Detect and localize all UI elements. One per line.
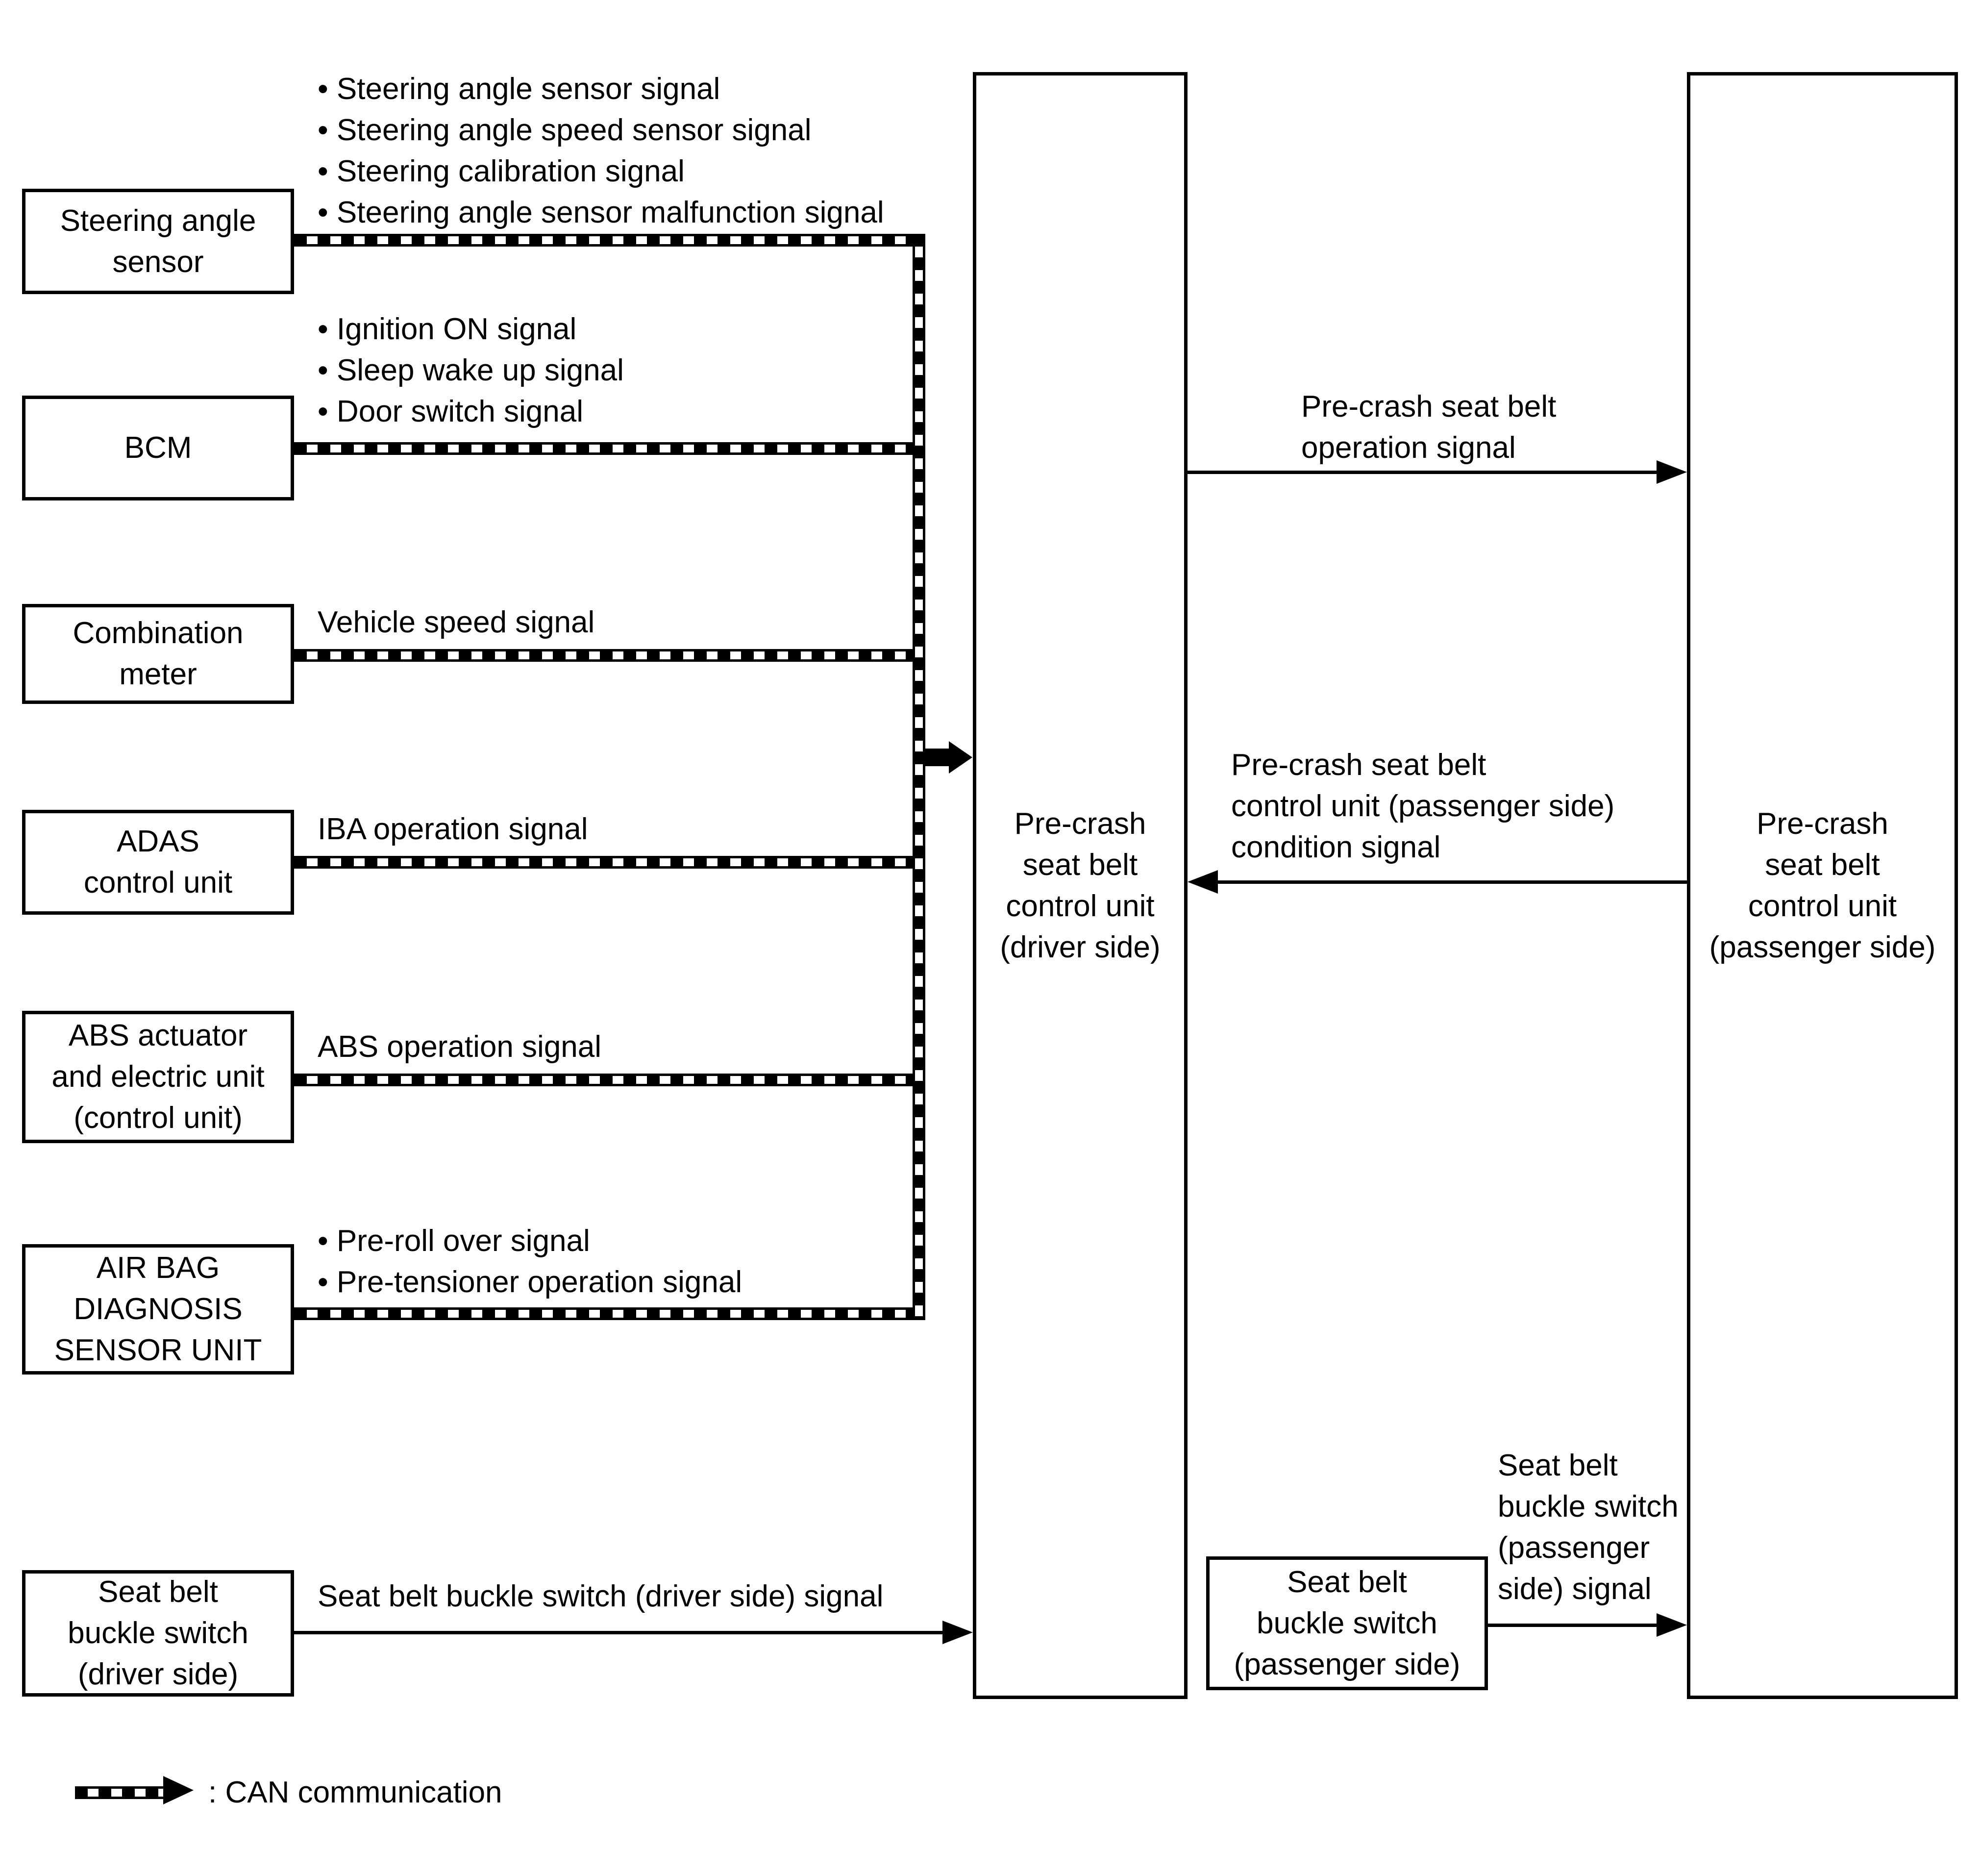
node-label: ABS actuator and electric unit (control … (51, 1019, 265, 1135)
arrow-buckle-passenger-line (1488, 1624, 1659, 1627)
legend-can-arrow-head-icon (163, 1776, 194, 1804)
node-precrash-control-unit-passenger: Pre-crash seat belt control unit (passen… (1687, 72, 1958, 1699)
legend-can-line-icon (75, 1786, 163, 1799)
signal-label-operation: Pre-crash seat belt operation signal (1301, 390, 1557, 465)
signal-label-iba: IBA operation signal (318, 812, 588, 846)
node-combination-meter: Combination meter (22, 604, 294, 704)
signal-label-buckle-driver: Seat belt buckle switch (driver side) si… (318, 1579, 884, 1613)
can-line-adas (294, 856, 925, 869)
arrow-condition-line (1215, 880, 1687, 884)
signal-label-abs: ABS operation signal (318, 1030, 602, 1064)
can-line-airbag (294, 1307, 925, 1320)
node-steering-angle-sensor: Steering angle sensor (22, 189, 294, 294)
node-abs-actuator: ABS actuator and electric unit (control … (22, 1011, 294, 1143)
node-label: BCM (124, 431, 192, 465)
can-to-driver-arrow-shaft (925, 749, 951, 766)
legend-label: : CAN communication (208, 1776, 502, 1809)
can-line-bcm (294, 442, 925, 455)
node-airbag-diagnosis-sensor-unit: AIR BAG DIAGNOSIS SENSOR UNIT (22, 1244, 294, 1375)
node-bcm: BCM (22, 396, 294, 500)
node-adas-control-unit: ADAS control unit (22, 810, 294, 915)
node-label: Pre-crash seat belt control unit (driver… (1000, 806, 1161, 964)
can-line-steering (294, 234, 925, 247)
node-label: Pre-crash seat belt control unit (passen… (1709, 806, 1936, 964)
node-seat-belt-buckle-switch-driver: Seat belt buckle switch (driver side) (22, 1570, 294, 1697)
signal-label-condition: Pre-crash seat belt control unit (passen… (1231, 748, 1615, 864)
can-trunk-vertical (913, 234, 925, 1320)
arrow-buckle-driver-line (294, 1631, 946, 1634)
signal-list-steering: • Steering angle sensor signal • Steerin… (318, 72, 884, 229)
signal-list-airbag: • Pre-roll over signal • Pre-tensioner o… (318, 1224, 742, 1299)
node-seat-belt-buckle-switch-passenger: Seat belt buckle switch (passenger side) (1206, 1556, 1488, 1690)
arrow-condition-head-icon (1188, 870, 1218, 894)
can-to-driver-arrow-head-icon (949, 741, 972, 774)
signal-list-bcm: • Ignition ON signal • Sleep wake up sig… (318, 312, 624, 428)
arrow-buckle-passenger-head-icon (1657, 1613, 1687, 1637)
node-label: Seat belt buckle switch (driver side) (68, 1575, 248, 1691)
arrow-buckle-driver-head-icon (942, 1621, 973, 1644)
arrow-operation-head-icon (1657, 460, 1687, 484)
node-label: Steering angle sensor (60, 203, 256, 279)
arrow-operation-line (1188, 471, 1659, 474)
can-line-abs (294, 1074, 925, 1086)
signal-label-buckle-passenger: Seat belt buckle switch (passenger side)… (1498, 1449, 1679, 1606)
node-label: Seat belt buckle switch (passenger side) (1234, 1565, 1460, 1681)
node-label: Combination meter (73, 616, 244, 691)
node-precrash-control-unit-driver: Pre-crash seat belt control unit (driver… (973, 72, 1188, 1699)
node-label: AIR BAG DIAGNOSIS SENSOR UNIT (54, 1251, 262, 1367)
can-line-combination-meter (294, 649, 925, 662)
signal-label-vehicle-speed: Vehicle speed signal (318, 605, 595, 639)
node-label: ADAS control unit (83, 825, 233, 900)
